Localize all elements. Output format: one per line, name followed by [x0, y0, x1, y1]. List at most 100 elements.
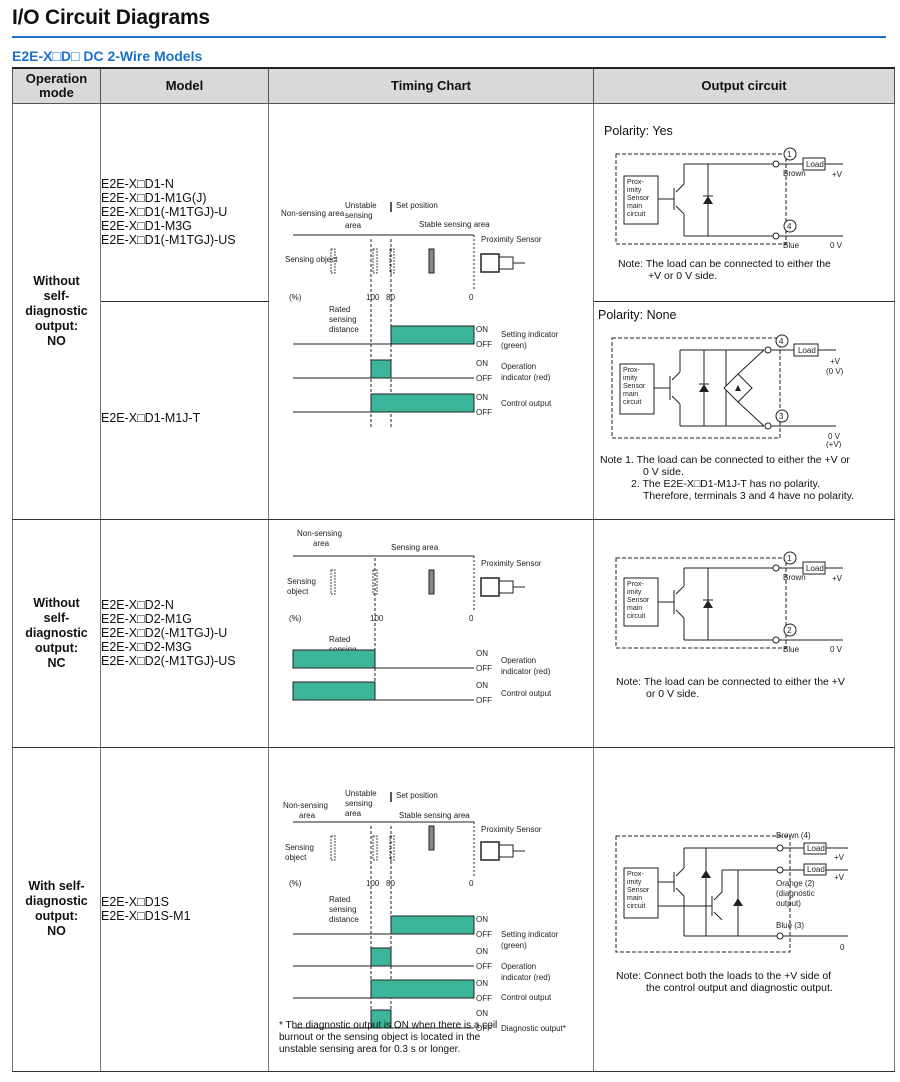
- svg-text:0: 0: [469, 614, 474, 623]
- svg-text:Load: Load: [798, 346, 816, 355]
- svg-text:Prox-: Prox-: [627, 179, 644, 186]
- svg-text:+V: +V: [832, 170, 843, 179]
- title-rule: [12, 36, 886, 38]
- svg-text:Prox-: Prox-: [627, 581, 644, 588]
- timing-chart-no: Non-sensing area Unstable sensing area S…: [281, 201, 559, 428]
- svg-text:+V: +V: [834, 873, 845, 882]
- svg-text:area: area: [345, 809, 362, 818]
- svg-text:main: main: [627, 895, 642, 902]
- svg-text:0: 0: [469, 879, 474, 888]
- circuit-note: Note: The load can be connected to eithe…: [616, 675, 845, 700]
- svg-text:circuit: circuit: [623, 399, 641, 406]
- svg-text:Brown: Brown: [783, 573, 806, 582]
- svg-text:Operation: Operation: [501, 962, 536, 971]
- svg-text:0 V: 0 V: [828, 432, 841, 441]
- svg-text:Set position: Set position: [396, 791, 438, 800]
- svg-text:Set position: Set position: [396, 201, 438, 210]
- header-model: Model: [100, 67, 269, 104]
- svg-text:Sensing area: Sensing area: [391, 543, 439, 552]
- svg-text:OFF: OFF: [476, 374, 492, 383]
- timing-chart-cell: Non-sensing area Unstable sensing area S…: [268, 103, 594, 520]
- svg-text:ON: ON: [476, 915, 488, 924]
- svg-text:area: area: [313, 539, 330, 548]
- svg-text:Load: Load: [806, 160, 824, 169]
- svg-text:area: area: [345, 221, 362, 230]
- svg-text:Blue (3): Blue (3): [776, 921, 804, 930]
- svg-text:80: 80: [386, 879, 395, 888]
- header-operation-mode: Operation mode: [12, 67, 101, 104]
- svg-text:ON: ON: [476, 947, 488, 956]
- svg-text:Unstable: Unstable: [345, 201, 377, 210]
- svg-text:80: 80: [386, 293, 395, 302]
- svg-text:(0 V): (0 V): [826, 367, 844, 376]
- circuit-note: Note: The load can be connected to eithe…: [618, 257, 831, 282]
- svg-text:100: 100: [366, 293, 380, 302]
- svg-text:+V: +V: [830, 357, 841, 366]
- svg-text:Sensor: Sensor: [623, 383, 646, 390]
- svg-text:Proximity Sensor: Proximity Sensor: [481, 825, 542, 834]
- svg-text:0: 0: [469, 293, 474, 302]
- header-timing-chart: Timing Chart: [268, 67, 594, 104]
- svg-text:imity: imity: [627, 879, 642, 886]
- svg-text:Orange (2): Orange (2): [776, 879, 815, 888]
- svg-text:Load: Load: [807, 844, 825, 853]
- svg-text:+V: +V: [832, 574, 843, 583]
- svg-text:sensing: sensing: [329, 315, 357, 324]
- svg-text:indicator (red): indicator (red): [501, 667, 551, 676]
- svg-text:100: 100: [370, 614, 384, 623]
- svg-text:ON: ON: [476, 649, 488, 658]
- svg-text:imity: imity: [627, 589, 642, 596]
- svg-text:circuit: circuit: [627, 903, 645, 910]
- svg-text:sensing: sensing: [345, 799, 373, 808]
- svg-text:Brown: Brown: [783, 169, 806, 178]
- svg-text:0 V: 0 V: [830, 645, 843, 654]
- svg-text:Sensor: Sensor: [627, 597, 650, 604]
- svg-text:Sensor: Sensor: [627, 195, 650, 202]
- svg-text:Setting indicator: Setting indicator: [501, 930, 559, 939]
- svg-text:ON: ON: [476, 681, 488, 690]
- svg-text:Blue: Blue: [783, 241, 800, 250]
- svg-text:ON: ON: [476, 979, 488, 988]
- svg-text:2: 2: [787, 626, 792, 635]
- svg-text:imity: imity: [627, 187, 642, 194]
- svg-text:3: 3: [779, 412, 784, 421]
- svg-text:OFF: OFF: [476, 1024, 492, 1033]
- svg-text:(green): (green): [501, 941, 527, 950]
- svg-text:Non-sensing: Non-sensing: [283, 801, 328, 810]
- svg-text:100: 100: [366, 879, 380, 888]
- svg-text:1: 1: [787, 554, 792, 563]
- header-output-circuit: Output circuit: [593, 67, 895, 104]
- svg-text:Diagnostic output*: Diagnostic output*: [501, 1024, 566, 1033]
- svg-text:Rated: Rated: [329, 895, 350, 904]
- svg-text:OFF: OFF: [476, 340, 492, 349]
- svg-text:Load: Load: [807, 865, 825, 874]
- svg-text:0 V: 0 V: [830, 241, 843, 250]
- svg-text:OFF: OFF: [476, 930, 492, 939]
- svg-text:main: main: [627, 203, 642, 210]
- svg-text:Unstable: Unstable: [345, 789, 377, 798]
- svg-text:(green): (green): [501, 341, 527, 350]
- svg-text:distance: distance: [329, 325, 359, 334]
- svg-text:Sensing: Sensing: [285, 843, 314, 852]
- svg-text:Sensing: Sensing: [287, 577, 316, 586]
- svg-text:Stable sensing area: Stable sensing area: [419, 220, 490, 229]
- svg-text:circuit: circuit: [627, 211, 645, 218]
- svg-text:object: object: [285, 853, 307, 862]
- svg-text:(%): (%): [289, 293, 302, 302]
- svg-text:(diagnostic: (diagnostic: [776, 889, 815, 898]
- svg-text:Prox-: Prox-: [627, 871, 644, 878]
- svg-text:ON: ON: [476, 1009, 488, 1018]
- circuit-note: Note: Connect both the loads to the +V s…: [616, 969, 833, 994]
- polarity-label: Polarity: Yes: [604, 123, 673, 138]
- io-circuit-table: Operation mode Model Timing Chart Output…: [12, 67, 895, 1072]
- svg-text:1: 1: [787, 150, 792, 159]
- svg-text:distance: distance: [329, 915, 359, 924]
- page-title: I/O Circuit Diagrams: [12, 6, 210, 29]
